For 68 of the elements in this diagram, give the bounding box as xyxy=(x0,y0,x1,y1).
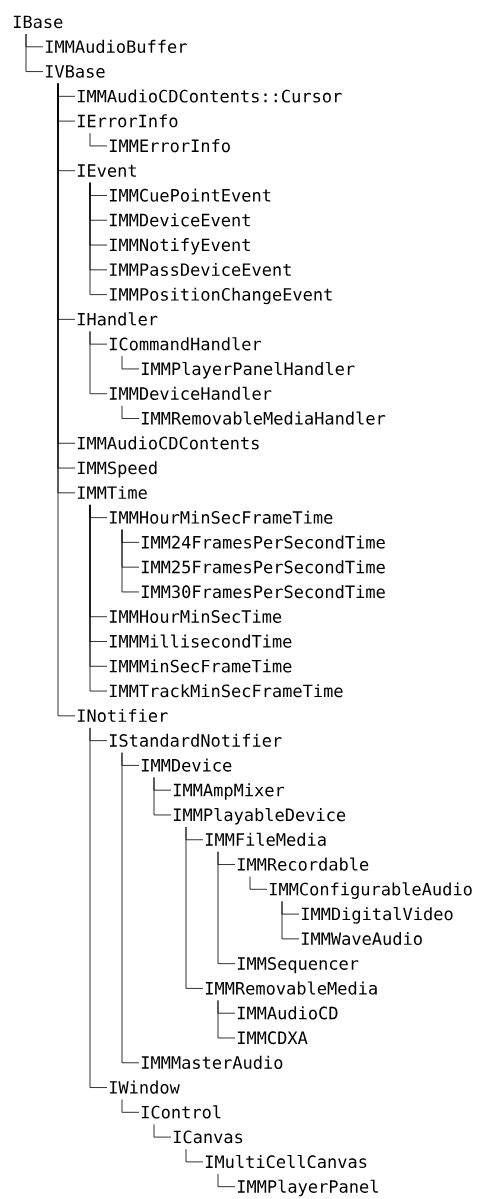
class-name: IMMAmpMixer xyxy=(173,783,285,800)
class-name: IMMCuePointEvent xyxy=(109,188,271,202)
class-name: IMMRemovableMediaHandler xyxy=(141,411,386,425)
class-name: IMMErrorInfo xyxy=(109,139,230,153)
tree-branch xyxy=(57,83,76,717)
class-name: IMMMasterAudio xyxy=(141,1055,283,1069)
class-name: IMMFileMedia xyxy=(205,832,326,846)
class-name: IMMRemovableMedia xyxy=(205,981,377,995)
class-name: IMMSequencer xyxy=(237,957,359,974)
class-name: IMMPlayerPanelHandler xyxy=(141,361,355,379)
class-name: IMMNotifyEvent xyxy=(109,238,250,255)
class-name: IMM24FramesPerSecondTime xyxy=(141,535,385,549)
tree-branch xyxy=(185,1148,204,1163)
class-name: IBase xyxy=(13,15,63,29)
class-name: IStandardNotifier xyxy=(109,733,282,747)
tree-branch xyxy=(89,727,108,1088)
class-name: IMMCDXA xyxy=(237,1031,308,1045)
class-name: IMMPositionChangeEvent xyxy=(109,287,332,305)
class-name: IMultiCellCanvas xyxy=(205,1154,367,1169)
class-name: IMMHourMinSecTime xyxy=(109,609,282,623)
tree-branch xyxy=(121,355,140,370)
tree-branch xyxy=(217,1000,236,1039)
class-name: IMMTrackMinSecFrameTime xyxy=(109,684,343,698)
class-name: IMMWaveAudio xyxy=(301,931,422,946)
tree-branch xyxy=(121,1099,140,1113)
class-name: IMMHourMinSecFrameTime xyxy=(109,510,333,524)
tree-branch xyxy=(121,752,140,1064)
class-name: IMMMillisecondTime xyxy=(109,634,292,648)
class-name: IMMTime xyxy=(77,485,147,500)
class-name: IErrorInfo xyxy=(77,114,178,128)
class-name: IMMPassDeviceEvent xyxy=(109,262,291,277)
tree-branch xyxy=(89,132,108,147)
tree-branch xyxy=(281,900,300,940)
tree-branch xyxy=(121,529,140,593)
class-name: IHandler xyxy=(77,312,158,326)
tree-branch xyxy=(121,405,140,419)
class-name: ICommandHandler xyxy=(109,337,262,351)
class-name: IMMPlayableDevice xyxy=(173,807,346,825)
class-name: IMM25FramesPerSecondTime xyxy=(141,560,385,574)
tree-branch xyxy=(185,826,204,989)
class-name: IMMAudioCDContents xyxy=(77,436,259,450)
class-name: IMMConfigurableAudio xyxy=(269,882,472,899)
class-name: IMMAudioCD xyxy=(237,1006,338,1020)
tree-branch xyxy=(217,851,236,965)
class-name: IMMDeviceEvent xyxy=(109,213,250,227)
class-name: INotifier xyxy=(77,708,168,723)
class-name: IMMDeviceHandler xyxy=(109,386,272,400)
class-name: IMMAudioCDContents::Cursor xyxy=(77,89,342,103)
class-name: IEvent xyxy=(77,164,136,177)
class-name: IMMRecordable xyxy=(237,857,369,871)
class-name: IWindow xyxy=(109,1080,180,1094)
tree-branch xyxy=(89,330,108,395)
class-name: IMMDevice xyxy=(141,758,232,772)
class-name: IVBase xyxy=(45,65,105,78)
tree-branch xyxy=(249,876,268,890)
class-name: IMMSpeed xyxy=(77,461,157,478)
class-name: IMMDigitalVideo xyxy=(301,907,453,924)
tree-branch xyxy=(25,33,44,72)
class-name: IMMMinSecFrameTime xyxy=(109,659,292,673)
class-name: IMM30FramesPerSecondTime xyxy=(141,585,385,599)
class-name: IMMPlayerPanel xyxy=(237,1179,378,1197)
class-name: IControl xyxy=(141,1105,221,1119)
class-name: IMMAudioBuffer xyxy=(45,39,187,54)
tree-branch xyxy=(217,1173,236,1188)
tree-branch xyxy=(153,777,172,816)
tree-branch xyxy=(89,182,108,295)
tree-branch xyxy=(153,1123,172,1138)
class-name: ICanvas xyxy=(173,1130,243,1144)
